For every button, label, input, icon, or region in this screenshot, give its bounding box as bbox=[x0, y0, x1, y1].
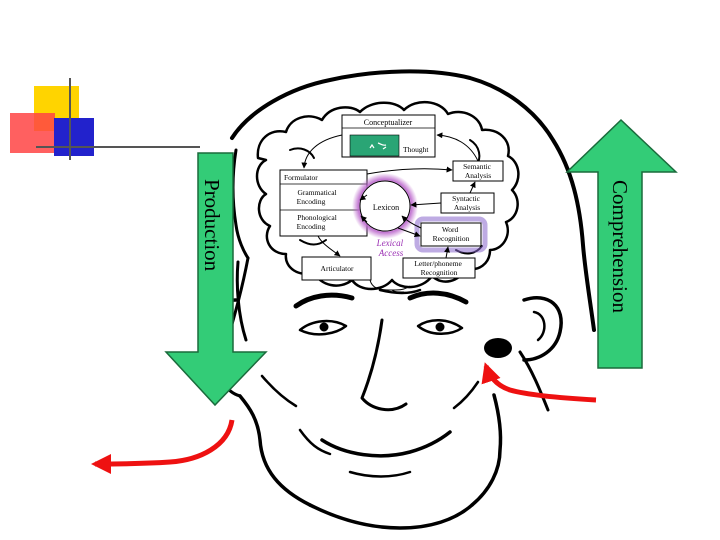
semantic-analysis-box: Semantic Analysis bbox=[452, 160, 504, 182]
word-recognition-box: Word Recognition bbox=[414, 216, 488, 253]
thought-label: Thought bbox=[403, 145, 429, 154]
lexicon-node: Lexicon bbox=[352, 173, 418, 239]
letter-phoneme-recognition-label: Letter/phoneme Recognition bbox=[414, 259, 463, 277]
decorative-corner-squares bbox=[10, 78, 200, 160]
lexical-access-label: Lexical Access bbox=[376, 238, 406, 258]
articulator-box: Articulator bbox=[301, 256, 372, 281]
semantic-analysis-label: Semantic Analysis bbox=[463, 162, 493, 180]
conceptualizer-label: Conceptualizer bbox=[364, 118, 413, 127]
word-recognition-label: Word Recognition bbox=[433, 225, 470, 243]
speech-output-red-arrow bbox=[91, 419, 235, 474]
comprehension-arrow: Comprehension bbox=[565, 118, 678, 369]
syntactic-analysis-box: Syntactic Analysis bbox=[440, 192, 495, 214]
flow-connectors bbox=[301, 132, 479, 293]
speech-input-red-arrow bbox=[481, 362, 597, 403]
conceptualizer-box: Conceptualizer Thought bbox=[341, 114, 436, 158]
syntactic-analysis-label: Syntactic Analysis bbox=[452, 194, 482, 212]
grammatical-encoding-label: Grammatical Encoding bbox=[297, 188, 339, 206]
comprehension-label: Comprehension bbox=[608, 180, 632, 313]
thought-squiggle-icon bbox=[369, 142, 387, 150]
thought-box bbox=[349, 134, 400, 157]
lexicon-label: Lexicon bbox=[373, 203, 399, 212]
formulator-label: Formulator bbox=[284, 173, 318, 182]
letter-phoneme-recognition-box: Letter/phoneme Recognition bbox=[402, 257, 476, 279]
production-arrow: Production bbox=[164, 152, 268, 407]
articulator-label: Articulator bbox=[321, 264, 354, 273]
production-label: Production bbox=[200, 179, 224, 272]
phonological-encoding-label: Phonological Encoding bbox=[297, 213, 339, 231]
